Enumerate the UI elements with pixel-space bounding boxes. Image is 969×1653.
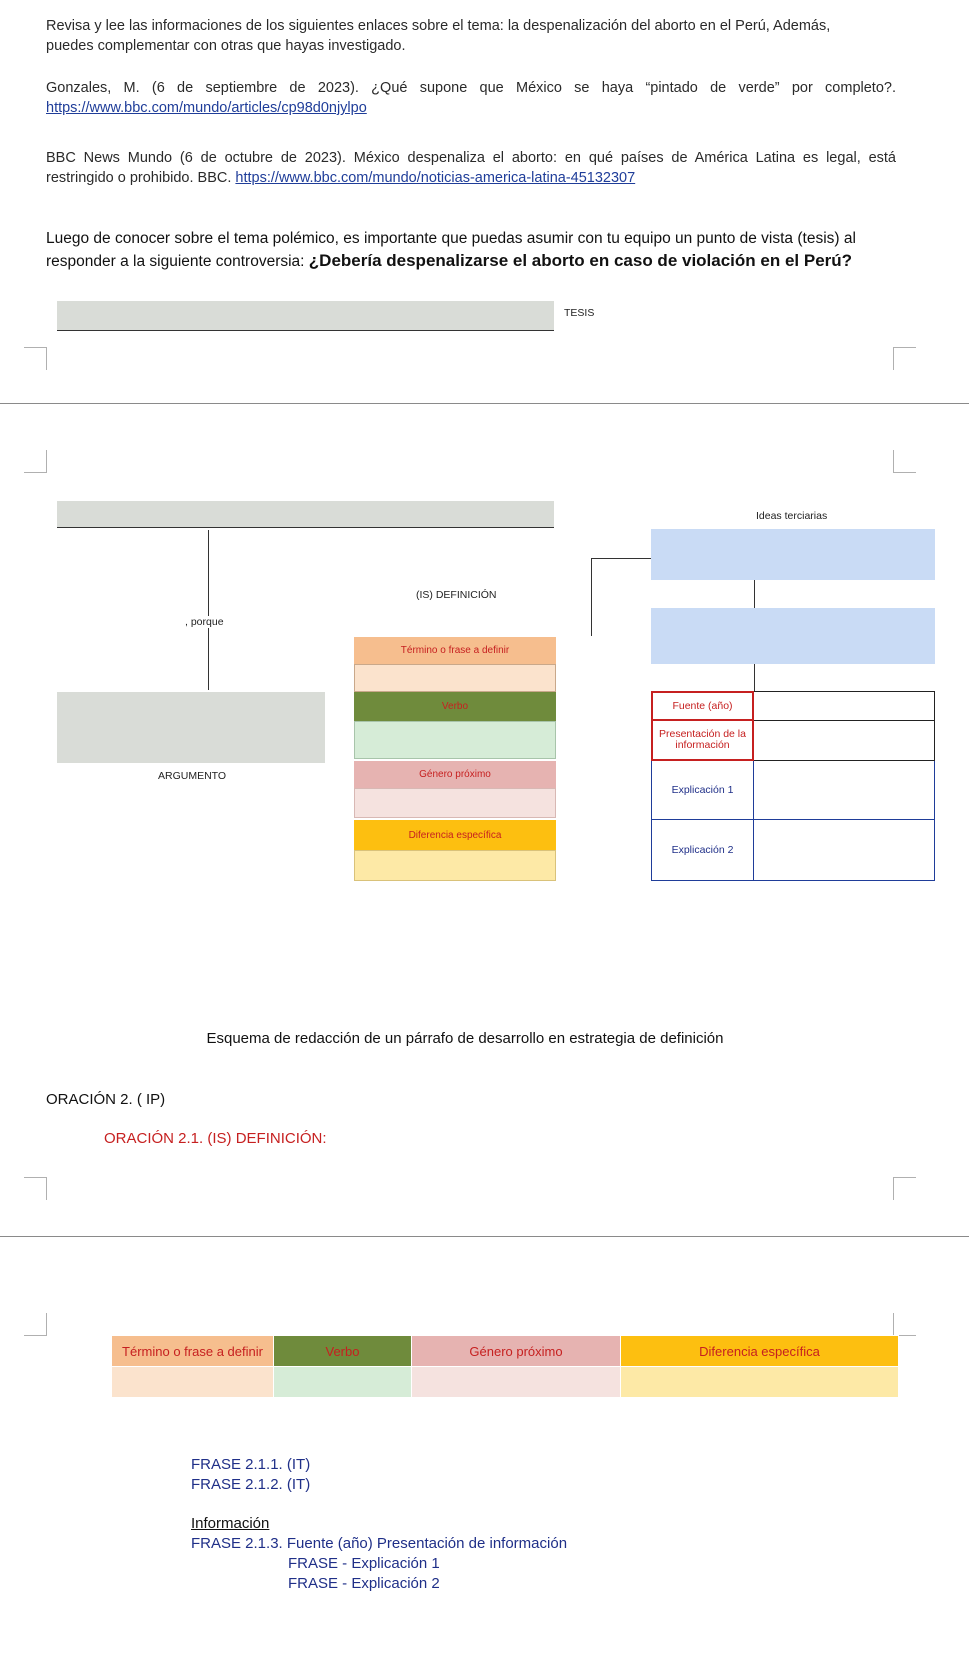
reference-1: Gonzales, M. (6 de septiembre de 2023). … [46,78,896,118]
page-divider [0,1236,969,1237]
reference-2: BBC News Mundo (6 de octubre de 2023). M… [46,148,896,188]
ideas-terciarias-box-1[interactable] [651,529,935,580]
intro-paragraph: Revisa y lee las informaciones de los si… [46,16,896,56]
table-header-termino: Término o frase a definir [111,1335,274,1367]
tesis-box[interactable] [57,301,554,331]
explicacion-1-field[interactable] [754,761,935,820]
informacion-heading: Información [191,1515,270,1532]
table-header-row: Término o frase a definir Verbo Género p… [111,1335,899,1367]
fuente-field[interactable] [754,691,935,721]
table-input-row [111,1366,899,1398]
argumento-label: ARGUMENTO [158,770,227,782]
frase-2-1-2: FRASE 2.1.2. (IT) [191,1476,311,1493]
genero-header: Género próximo [354,761,556,788]
reference-1-text: Gonzales, M. (6 de septiembre de 2023). … [46,80,896,96]
table-cell-diferencia[interactable] [620,1366,899,1398]
presentacion-field[interactable] [754,721,935,761]
page-corner [893,1177,916,1200]
oracion-2-1-heading: ORACIÓN 2.1. (IS) DEFINICIÓN: [104,1130,327,1147]
is-top-box[interactable] [57,501,554,528]
connector-line [754,580,755,608]
explicacion-1-label: Explicación 1 [651,761,754,820]
page-corner [893,347,916,370]
frase-2-1-3: FRASE 2.1.3. Fuente (año) Presentación d… [191,1535,568,1552]
verbo-header: Verbo [354,692,556,721]
page-corner [24,1177,47,1200]
porque-label: , porque [183,616,226,628]
table-cell-genero[interactable] [411,1366,621,1398]
reference-2-text: BBC News Mundo (6 de octubre de 2023). M… [46,150,896,166]
page-divider [0,403,969,404]
diagram-caption: Esquema de redacción de un párrafo de de… [206,1030,724,1047]
reference-2-link[interactable]: https://www.bbc.com/mundo/noticias-ameri… [235,170,636,186]
page-corner [24,1313,47,1336]
oracion-2-heading: ORACIÓN 2. ( IP) [46,1091,166,1108]
controversy-question: Luego de conocer sobre el tema polémico,… [46,228,916,273]
intro-line-1: Revisa y lee las informaciones de los si… [46,18,831,34]
verbo-field[interactable] [354,721,556,759]
table-cell-verbo[interactable] [273,1366,412,1398]
table-cell-termino[interactable] [111,1366,274,1398]
frase-2-1-1: FRASE 2.1.1. (IT) [191,1456,311,1473]
reference-2-text-2: restringido o prohibido. BBC. [46,170,232,186]
tesis-label: TESIS [564,307,595,319]
definition-table: Término o frase a definir Verbo Género p… [111,1335,899,1398]
frase-explicacion-1: FRASE - Explicación 1 [288,1555,440,1572]
explicacion-2-label: Explicación 2 [651,820,754,881]
page-corner [24,450,47,473]
page-corner [893,450,916,473]
argumento-box[interactable] [57,692,325,763]
fuente-label: Fuente (año) [651,691,754,721]
explicacion-2-field[interactable] [754,820,935,881]
connector-line [208,530,209,690]
bracket-connector [591,558,651,636]
question-bold: ¿Debería despenalizarse el aborto en cas… [308,251,853,270]
frase-explicacion-2: FRASE - Explicación 2 [288,1575,440,1592]
termino-field[interactable] [354,664,556,692]
intro-line-2: puedes complementar con otras que hayas … [46,38,406,54]
presentacion-label: Presentación de la información [651,721,754,761]
ideas-terciarias-box-2[interactable] [651,608,935,664]
diferencia-field[interactable] [354,850,556,881]
reference-1-link[interactable]: https://www.bbc.com/mundo/articles/cp98d… [46,100,367,116]
termino-header: Término o frase a definir [354,637,556,664]
question-lead: responder a la siguiente controversia: [46,253,309,270]
genero-field[interactable] [354,788,556,818]
table-header-verbo: Verbo [273,1335,412,1367]
table-header-diferencia: Diferencia específica [620,1335,899,1367]
page-corner [893,1313,916,1336]
ideas-terciarias-label: Ideas terciarias [756,510,828,522]
question-line-1: Luego de conocer sobre el tema polémico,… [46,230,856,247]
page-corner [24,347,47,370]
connector-line [754,664,755,692]
table-header-genero: Género próximo [411,1335,621,1367]
is-definicion-label: (IS) DEFINICIÓN [416,589,497,601]
diferencia-header: Diferencia específica [354,820,556,850]
